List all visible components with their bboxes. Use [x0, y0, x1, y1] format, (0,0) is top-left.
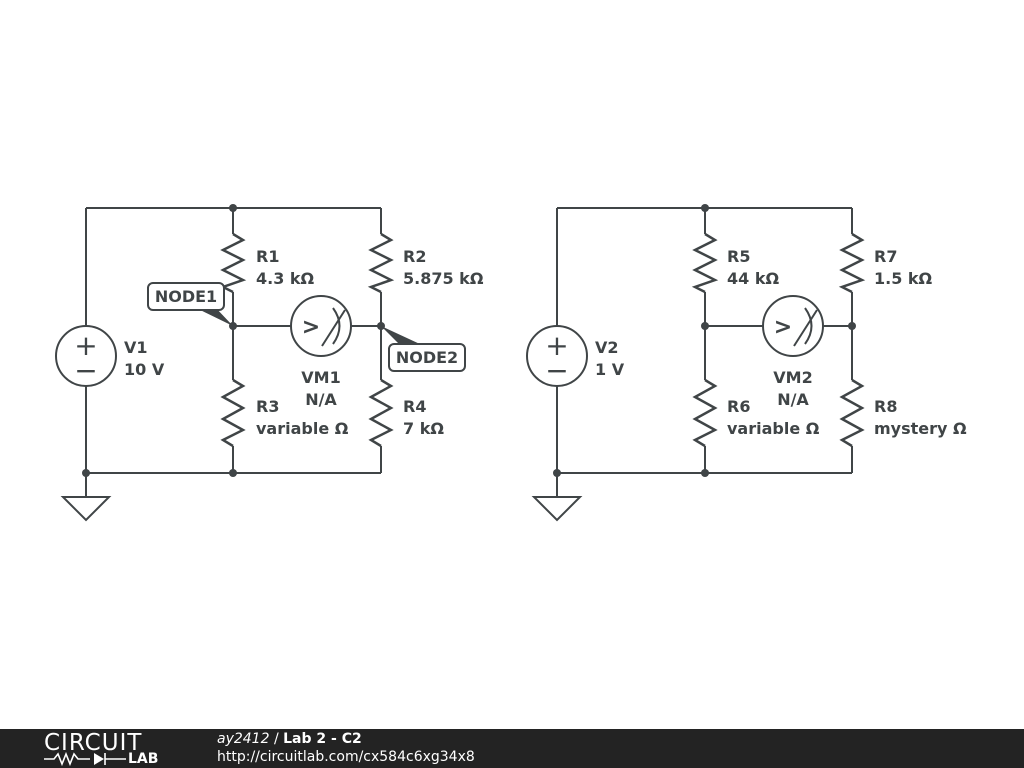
r8-name: R8 [874, 397, 897, 416]
r4-value: 7 kΩ [403, 419, 444, 438]
circuit-2: + − > V2 1 V R5 44 kΩ R7 1.5 kΩ VM2 N/A … [526, 204, 967, 522]
resistor-r5[interactable] [691, 232, 719, 294]
meter-arrow-icon: > [302, 315, 320, 340]
r2-name: R2 [403, 247, 426, 266]
node1-label: NODE1 [155, 287, 217, 306]
v2-name: V2 [595, 338, 619, 357]
resistor-r4[interactable] [368, 378, 394, 448]
r1-value: 4.3 kΩ [256, 269, 315, 288]
resistor-r7[interactable] [838, 232, 866, 294]
ground-icon [60, 496, 112, 522]
v1-value: 10 V [124, 360, 165, 379]
voltage-source-v1[interactable]: + − [55, 325, 117, 387]
resistor-r8[interactable] [839, 378, 865, 448]
meter-dial-icon [332, 307, 341, 345]
r6-value: variable Ω [727, 419, 820, 438]
resistor-r6[interactable] [692, 378, 718, 448]
r3-value: variable Ω [256, 419, 349, 438]
vm2-name: VM2 [773, 368, 812, 387]
footer-bar: CIRCUIT LAB ay2412 / Lab 2 - C2 http://c… [0, 729, 1024, 768]
resistor-r2[interactable] [367, 232, 395, 294]
voltmeter-vm1[interactable]: > [290, 295, 352, 357]
r2-value: 5.875 kΩ [403, 269, 484, 288]
minus-icon: − [545, 354, 568, 387]
r7-name: R7 [874, 247, 897, 266]
r6-name: R6 [727, 397, 750, 416]
ground-icon [531, 496, 583, 522]
schematic: + − > NODE1 NODE2 V1 10 [55, 204, 967, 522]
r4-name: R4 [403, 397, 426, 416]
footer-separator: / [269, 731, 284, 747]
junction-dot [82, 469, 90, 477]
node-tag-node2[interactable]: NODE2 [381, 326, 466, 372]
junction-dot [701, 204, 709, 212]
meter-dial-icon [804, 307, 813, 345]
r5-value: 44 kΩ [727, 269, 779, 288]
junction-dot [229, 204, 237, 212]
meter-arrow-icon: > [774, 315, 792, 340]
logo-lab-text: LAB [128, 751, 159, 767]
minus-icon: − [74, 354, 97, 387]
plus-icon: + [74, 329, 97, 362]
v2-value: 1 V [595, 360, 625, 379]
r8-value: mystery Ω [874, 419, 967, 438]
r7-value: 1.5 kΩ [874, 269, 933, 288]
vm1-value: N/A [305, 390, 337, 409]
plus-icon: + [545, 329, 568, 362]
junction-dot [701, 469, 709, 477]
meter-needle-icon [321, 309, 346, 347]
r3-name: R3 [256, 397, 279, 416]
junction-dot [229, 469, 237, 477]
resistor-r3[interactable] [220, 378, 246, 448]
voltage-source-v2[interactable]: + − [526, 325, 588, 387]
meter-needle-icon [793, 309, 818, 347]
r5-name: R5 [727, 247, 750, 266]
logo-circuit-text: CIRCUIT [44, 730, 143, 756]
r1-name: R1 [256, 247, 279, 266]
vm1-name: VM1 [301, 368, 340, 387]
footer-url-link[interactable]: http://circuitlab.com/cx584c6xg34x8 [217, 749, 475, 765]
junction-dot [553, 469, 561, 477]
footer-title-line: ay2412 / Lab 2 - C2 [217, 731, 362, 747]
node2-pointer [381, 326, 422, 345]
circuit-1: + − > NODE1 NODE2 V1 10 [55, 204, 484, 522]
v1-name: V1 [124, 338, 148, 357]
junction-dot [848, 322, 856, 330]
footer-circuit-title[interactable]: Lab 2 - C2 [283, 731, 362, 747]
junction-dot [701, 322, 709, 330]
logo-waveform-icon [44, 751, 126, 767]
node2-label: NODE2 [396, 348, 458, 367]
vm2-value: N/A [777, 390, 809, 409]
voltmeter-vm2[interactable]: > [762, 295, 824, 357]
footer-user-link[interactable]: ay2412 [217, 731, 270, 747]
resistor-r1[interactable] [219, 232, 247, 294]
node-tag-node1[interactable]: NODE1 [147, 282, 233, 326]
